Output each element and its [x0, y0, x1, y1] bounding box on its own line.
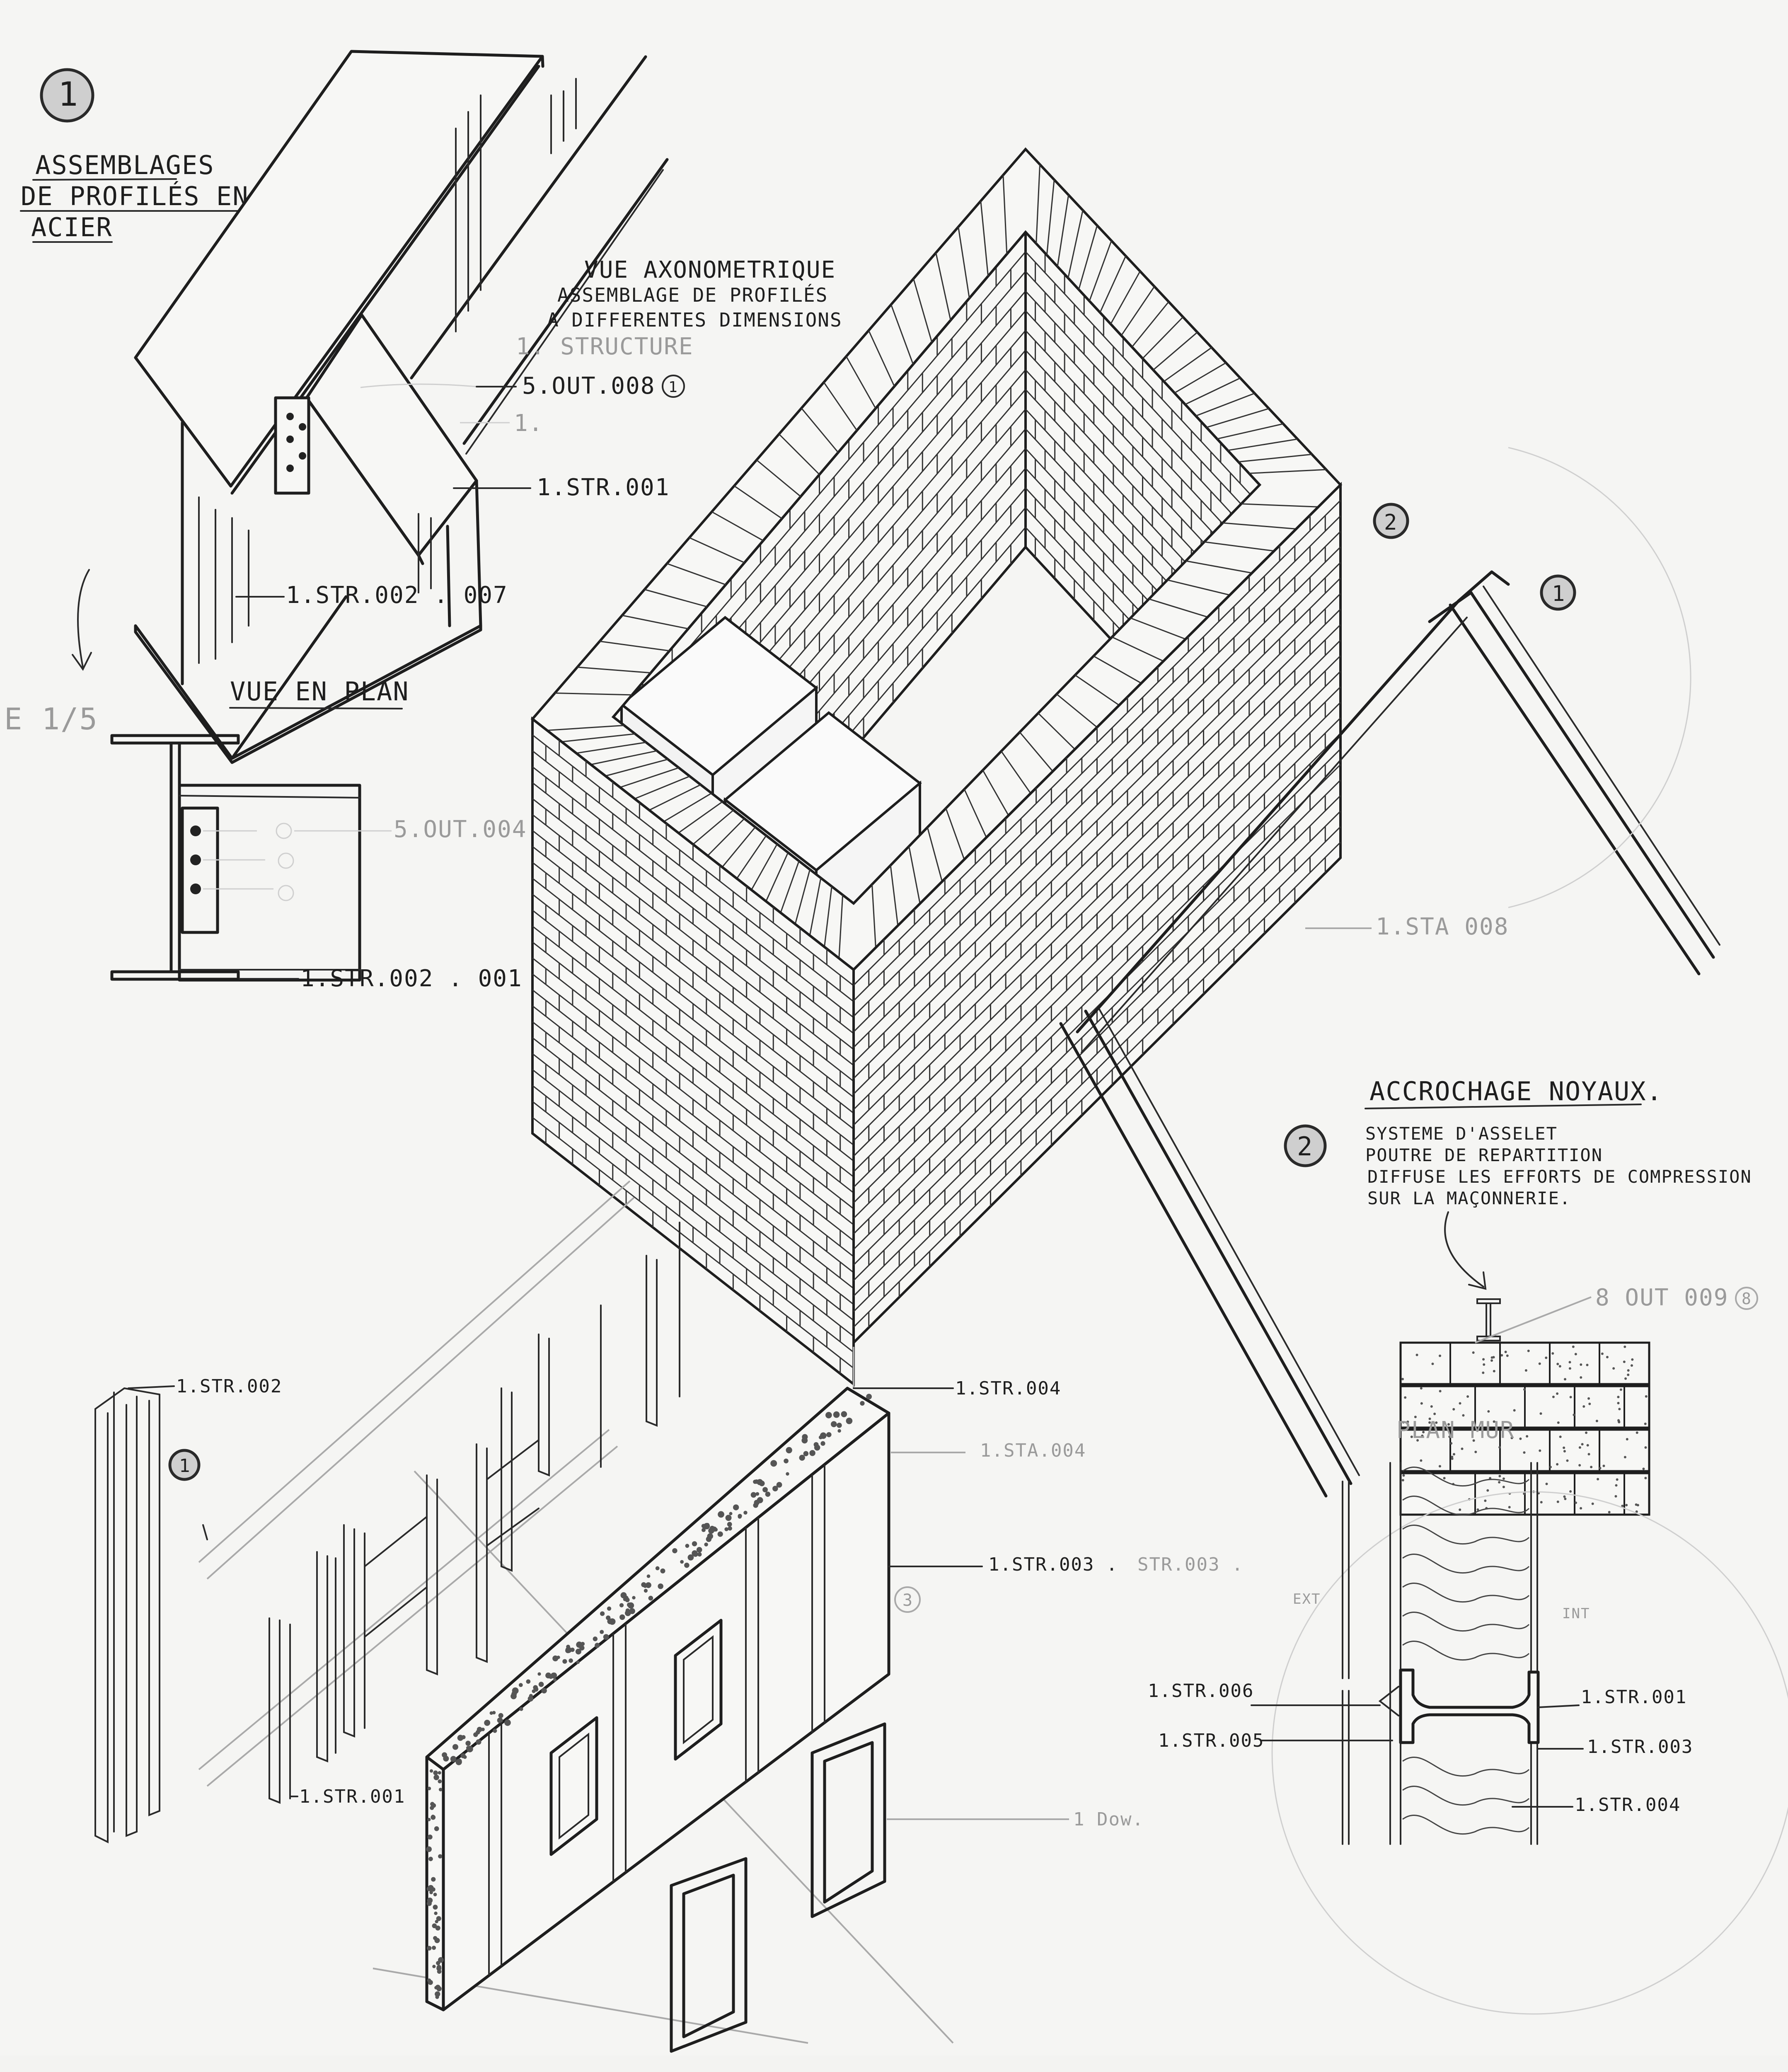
callout-number: 1 [179, 1455, 191, 1477]
label-1-str-005: 1.STR.005 [1158, 1730, 1264, 1751]
label-1-str-001: 1.STR.001 [1581, 1687, 1687, 1708]
label-1-str-002: 1.STR.002 [176, 1376, 282, 1397]
label-1-sta-008: 1.STA 008 [1376, 913, 1509, 940]
callout-circle-1 [168, 1449, 201, 1481]
label-faint-structure: 1. STRUCTURE [516, 333, 694, 360]
label-1-str-003: 1.STR.003 . [988, 1554, 1118, 1575]
label-1-str-006: 1.STR.006 [1148, 1680, 1254, 1702]
scale-label: E 1/5 [4, 702, 98, 736]
detail-1-steel-assembly: 1 ASSEMBLAGES DE PROFILÉS EN ACIER [20, 50, 842, 764]
label-1-str-003: 1.STR.003 [1587, 1736, 1693, 1757]
label-1-str-002: 1.STR.002 . 007 [286, 582, 508, 609]
panel-studs [488, 1464, 825, 1975]
steel-studs [202, 1222, 680, 1804]
i-beam-section [1399, 1668, 1540, 1744]
bolts [286, 413, 306, 472]
steel-column [94, 1387, 160, 1844]
concrete-speckle [426, 1394, 872, 1999]
label-5-out-004: 5.OUT.004. [394, 816, 542, 843]
callout-number: 1 [58, 75, 79, 114]
detail-2-title: ACCROCHAGE NOYAUX. [1369, 1076, 1663, 1106]
label-1-str-004: 1.STR.004 [1575, 1794, 1681, 1815]
callout-number: 2 [1297, 1131, 1313, 1162]
connected-beam [178, 784, 361, 982]
label-8-out-009: 8 OUT 009 [1595, 1284, 1728, 1311]
arrow-icon [72, 569, 92, 671]
arrow-icon [1444, 1211, 1487, 1290]
title-underline [32, 178, 177, 181]
subtitle-line: VUE AXONOMETRIQUE [584, 257, 836, 283]
exploded-wall-assembly: 1.STR.002 1 1.STR.001 [94, 1180, 1244, 2053]
label-5-out-008: 5.OUT.008 [522, 373, 655, 399]
plan-mur-detail: PLAN MUR EXT INT 1.STR.006 1.STR.005 1.S… [1148, 1417, 1788, 2015]
steel-beams-tower: 2 1 1.STA 008 [1059, 447, 1720, 1498]
detail-title-line: ACIER [31, 212, 113, 242]
panel-face [442, 1411, 890, 2011]
callout-circle-1 [40, 68, 94, 123]
web-hatching [198, 78, 577, 664]
label-1-dow: 1 Dow. [1073, 1809, 1144, 1830]
ref-circle [1735, 1287, 1758, 1310]
ref-number: 8 [1742, 1290, 1752, 1308]
plan-mur-title: PLAN MUR [1396, 1417, 1515, 1444]
rim-bricks [547, 164, 1326, 959]
wall-layers [1342, 1462, 1538, 1845]
detail-2-text-line: SYSTEME D'ASSELET [1365, 1123, 1558, 1144]
label-faint-1: 1. [514, 410, 543, 437]
label-1-str-004: 1.STR.004 [955, 1378, 1061, 1399]
callout-circle-3 [894, 1586, 921, 1613]
label-1-str-001: 1.STR.001 [299, 1786, 405, 1807]
outer-wall-face-left [531, 716, 855, 1387]
ref-circle [662, 375, 685, 398]
window-opening [549, 1716, 598, 1856]
subtitle-line: A DIFFERENTES DIMENSIONS [547, 309, 842, 331]
label-1-str-001: 1.STR.001 [537, 474, 670, 501]
masonry-core-tower [530, 147, 1343, 1387]
callout-number: 3 [902, 1591, 913, 1610]
insulation-hatch [1402, 1466, 1530, 1835]
window-opening [674, 1619, 723, 1761]
detail-2-text-line: DIFFUSE LES EFFORTS DE COMPRESSION [1367, 1167, 1752, 1187]
label-1-str-002-001: 1.STR.002 . 001 [300, 965, 523, 992]
window-frames [670, 1722, 886, 2053]
detail-2-text-line: POUTRE DE REPARTITION [1365, 1145, 1603, 1165]
callout-number: 1 [1552, 581, 1565, 606]
callout-number: 2 [1384, 510, 1398, 535]
gusset-plate [274, 396, 310, 495]
callout-circle-2 [1284, 1124, 1327, 1167]
ref-number: 1 [668, 379, 678, 396]
detail-2-text-line: SUR LA MAÇONNERIE. [1367, 1188, 1571, 1208]
callout-circle-1 [1540, 574, 1576, 611]
fin-plate [181, 806, 219, 934]
callout-circle-2 [1373, 503, 1409, 539]
plan-view-title: VUE EN PLAN [230, 676, 409, 707]
interior-label: INT [1562, 1605, 1590, 1622]
plan-view-detail: VUE EN PLAN E 1/5 5.OUT.004. 1.STR.002 .… [4, 676, 542, 992]
subtitle-line: ASSEMBLAGE DE PROFILÉS [557, 284, 828, 306]
weld-icon [1378, 1686, 1399, 1716]
detail-title-line: DE PROFILÉS EN [21, 181, 249, 211]
label-1-sta-004: 1.STA.004 [980, 1440, 1086, 1461]
detail-2-core-anchoring: ACCROCHAGE NOYAUX. 2 SYSTEME D'ASSELET P… [1284, 1076, 1758, 1516]
detail-title-line: ASSEMBLAGES [35, 150, 215, 180]
label-str-003-faint: STR.003 . [1137, 1554, 1244, 1575]
exterior-label: EXT [1293, 1591, 1321, 1607]
outer-wall-face-right [852, 482, 1342, 1346]
